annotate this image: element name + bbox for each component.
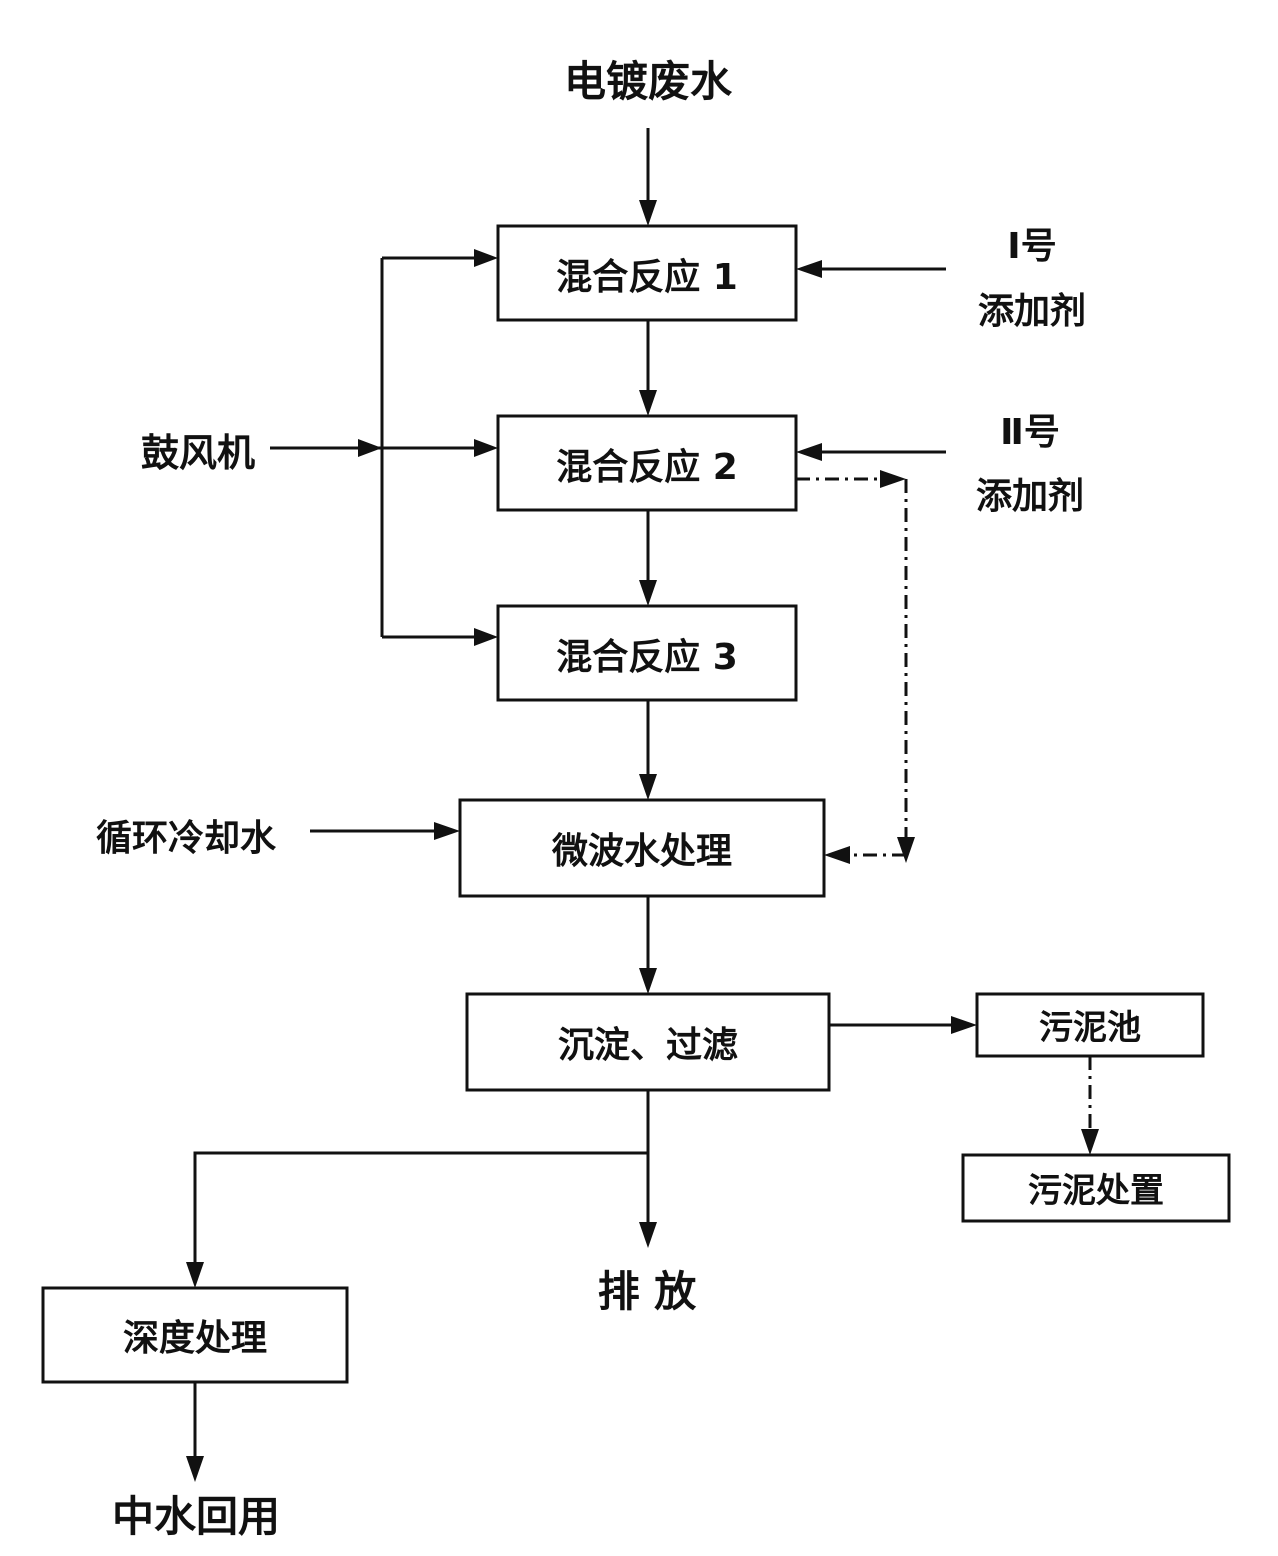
box-settle-filter-label: 沉淀、过滤 [558, 1025, 738, 1066]
arrow-blower-to-mix-reactors [270, 249, 498, 646]
box-mix-reaction-1-label: 混合反应 1 [556, 257, 738, 298]
box-settle-filter: 沉淀、过滤 [465, 992, 831, 1092]
box-advanced-treatment-label: 深度处理 [123, 1318, 267, 1359]
arrow-settle-to-advanced [186, 1151, 648, 1288]
box-microwave-treatment-label: 微波水处理 [551, 831, 732, 872]
box-sludge-pool-label: 污泥池 [1039, 1008, 1141, 1048]
arrow-settle-to-sludge-pool [829, 1016, 977, 1034]
additive-2-label-line2: 添加剂 [976, 476, 1084, 517]
box-mix-reaction-2-label: 混合反应 2 [556, 447, 738, 488]
arrow-additive2-to-mix2 [796, 443, 946, 461]
box-mix-reaction-1: 混合反应 1 [496, 224, 798, 322]
box-mix-reaction-3-label: 混合反应 3 [556, 637, 738, 678]
arrow-mix2-to-mix3 [639, 510, 657, 606]
box-mix-reaction-2: 混合反应 2 [496, 414, 798, 512]
arrow-sludge-pool-to-disposal [1081, 1056, 1099, 1155]
source-label: 电镀废水 [564, 57, 733, 106]
box-advanced-treatment: 深度处理 [41, 1286, 349, 1384]
arrow-cooling-water-to-microwave [310, 822, 460, 840]
box-mix-reaction-3: 混合反应 3 [496, 604, 798, 702]
discharge-label: 排 放 [598, 1267, 697, 1316]
arrow-mix2-to-microwave-dashed [796, 470, 915, 864]
arrow-source-to-mix1 [639, 128, 657, 226]
box-sludge-pool: 污泥池 [975, 992, 1205, 1058]
arrow-advanced-to-reuse [186, 1382, 204, 1482]
additive-2-label-line1: Ⅱ号 [1000, 412, 1060, 453]
arrow-mix3-to-microwave [639, 700, 657, 800]
box-sludge-disposal-label: 污泥处置 [1028, 1171, 1164, 1211]
additive-1-label-line1: Ⅰ号 [1007, 226, 1056, 267]
arrow-mix1-to-mix2 [639, 320, 657, 416]
arrow-settle-to-discharge [639, 1090, 657, 1248]
box-sludge-disposal: 污泥处置 [961, 1153, 1231, 1223]
arrow-additive1-to-mix1 [796, 260, 946, 278]
blower-label: 鼓风机 [141, 431, 255, 475]
additive-1-label-line2: 添加剂 [978, 291, 1086, 332]
reuse-label: 中水回用 [112, 1492, 280, 1541]
arrow-microwave-to-settle [639, 896, 657, 994]
box-microwave-treatment: 微波水处理 [458, 798, 826, 898]
cooling-water-label: 循环冷却水 [96, 818, 277, 859]
